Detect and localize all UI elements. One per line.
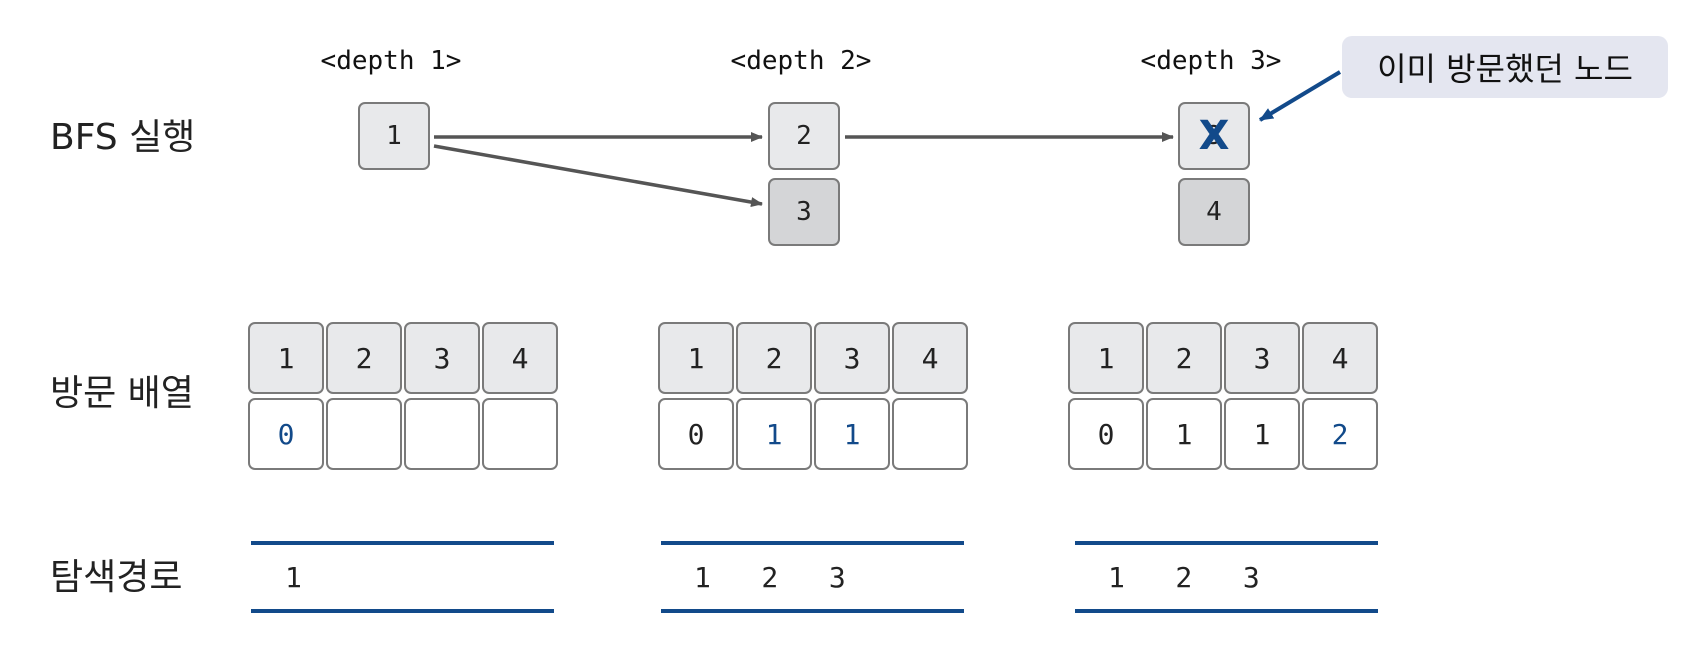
depth-label-3: <depth 3> [1140, 46, 1282, 76]
array2-value-4 [892, 398, 968, 470]
path1-bottom-rule [251, 609, 554, 613]
path3-top-rule [1075, 541, 1378, 545]
array3-header-3: 3 [1224, 322, 1300, 394]
array2-header-4: 4 [892, 322, 968, 394]
path2-bottom-rule [661, 609, 964, 613]
array1-value-1: 0 [248, 398, 324, 470]
path3-bottom-rule [1075, 609, 1378, 613]
array1-value-4 [482, 398, 558, 470]
visited-row-label: 방문 배열 [50, 373, 194, 414]
path1-top-rule [251, 541, 554, 545]
array3-value-1: 0 [1068, 398, 1144, 470]
array1-header-1: 1 [248, 322, 324, 394]
array3-header-2: 2 [1146, 322, 1222, 394]
array3-header-1: 1 [1068, 322, 1144, 394]
edge-1-to-3 [433, 144, 763, 208]
array1-value-2 [326, 398, 402, 470]
array3-header-4: 4 [1302, 322, 1378, 394]
array1-value-3 [404, 398, 480, 470]
array1-header-2: 2 [326, 322, 402, 394]
graph-node-depth2-second: 3 [768, 178, 840, 246]
depth-label-1: <depth 1> [320, 46, 462, 76]
path2-sequence: 1 2 3 [694, 561, 846, 594]
array3-value-2: 1 [1146, 398, 1222, 470]
already-visited-callout: 이미 방문했던 노드 [1342, 36, 1668, 98]
graph-node-depth3-second: 4 [1178, 178, 1250, 246]
array1-header-4: 4 [482, 322, 558, 394]
graph-node-depth3-first: 3 [1178, 102, 1250, 170]
array2-header-2: 2 [736, 322, 812, 394]
path3-sequence: 1 2 3 [1108, 561, 1260, 594]
array3-value-4: 2 [1302, 398, 1378, 470]
already-visited-cross-icon: X [1198, 113, 1230, 159]
array3-value-3: 1 [1224, 398, 1300, 470]
callout-pointer [1258, 70, 1342, 122]
path1-sequence: 1 [285, 561, 302, 594]
array2-value-2: 1 [736, 398, 812, 470]
graph-node-depth2-first: 2 [768, 102, 840, 170]
array2-header-3: 3 [814, 322, 890, 394]
path2-top-rule [661, 541, 964, 545]
array2-value-3: 1 [814, 398, 890, 470]
graph-node-depth1: 1 [358, 102, 430, 170]
array1-header-3: 3 [404, 322, 480, 394]
bfs-row-label: BFS 실행 [50, 117, 196, 158]
array2-header-1: 1 [658, 322, 734, 394]
depth-label-2: <depth 2> [730, 46, 872, 76]
array2-value-1: 0 [658, 398, 734, 470]
path-row-label: 탐색경로 [50, 557, 183, 598]
